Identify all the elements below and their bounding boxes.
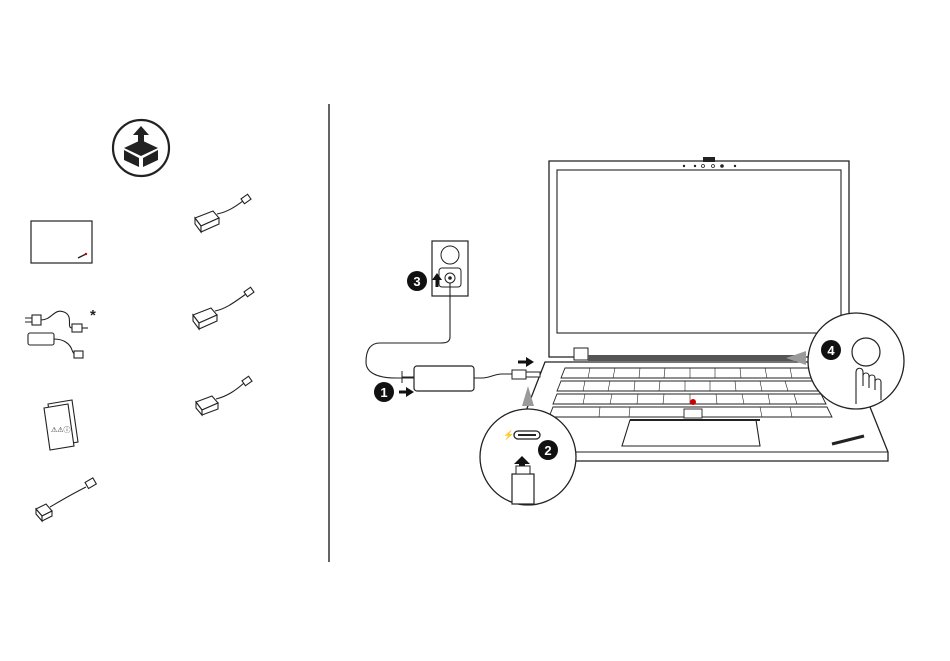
step-2-number: 2 bbox=[544, 443, 551, 458]
step-1-number: 1 bbox=[380, 385, 387, 400]
laptop-sleeve-icon bbox=[31, 221, 92, 263]
webcam-icon bbox=[703, 157, 715, 162]
setup-panel: 3 1 ⚡ bbox=[366, 157, 904, 505]
step-2-badge: 2 bbox=[538, 440, 558, 460]
step-3-number: 3 bbox=[413, 274, 420, 289]
usb-c-usb-a-adapter-icon bbox=[36, 478, 96, 521]
right-arrow-port-icon bbox=[518, 357, 534, 367]
doc-symbols: ⚠⚠ⓘ bbox=[51, 426, 71, 434]
box-contents-panel: * ⚠⚠ⓘ bbox=[25, 120, 254, 521]
unpack-box-icon bbox=[113, 120, 169, 176]
documentation-booklets-icon: ⚠⚠ⓘ bbox=[44, 400, 78, 450]
power-button-press-icon bbox=[808, 313, 904, 409]
power-cord-and-adapter-icon bbox=[25, 311, 88, 358]
step-1-badge: 1 bbox=[374, 382, 394, 402]
step-4-number: 4 bbox=[827, 343, 835, 358]
step-4-badge: 4 bbox=[821, 340, 841, 360]
optional-asterisk: * bbox=[90, 307, 96, 324]
laptop-icon bbox=[510, 157, 888, 461]
right-arrow-icon bbox=[399, 387, 414, 397]
power-plug-glyph: ⚡ bbox=[503, 429, 514, 441]
usb-c-port-icon: ⚡ bbox=[480, 409, 576, 505]
ac-adapter-icon bbox=[402, 366, 540, 391]
speaker-grille bbox=[588, 355, 796, 361]
usb-c-hdmi-adapter-icon bbox=[193, 287, 254, 329]
step-3-badge: 3 bbox=[407, 271, 427, 291]
power-cord bbox=[366, 283, 450, 378]
trackpoint bbox=[690, 399, 696, 405]
usb-c-ethernet-adapter-icon bbox=[195, 194, 251, 232]
trackpad bbox=[622, 420, 760, 446]
usb-c-vga-adapter-icon bbox=[196, 376, 252, 415]
